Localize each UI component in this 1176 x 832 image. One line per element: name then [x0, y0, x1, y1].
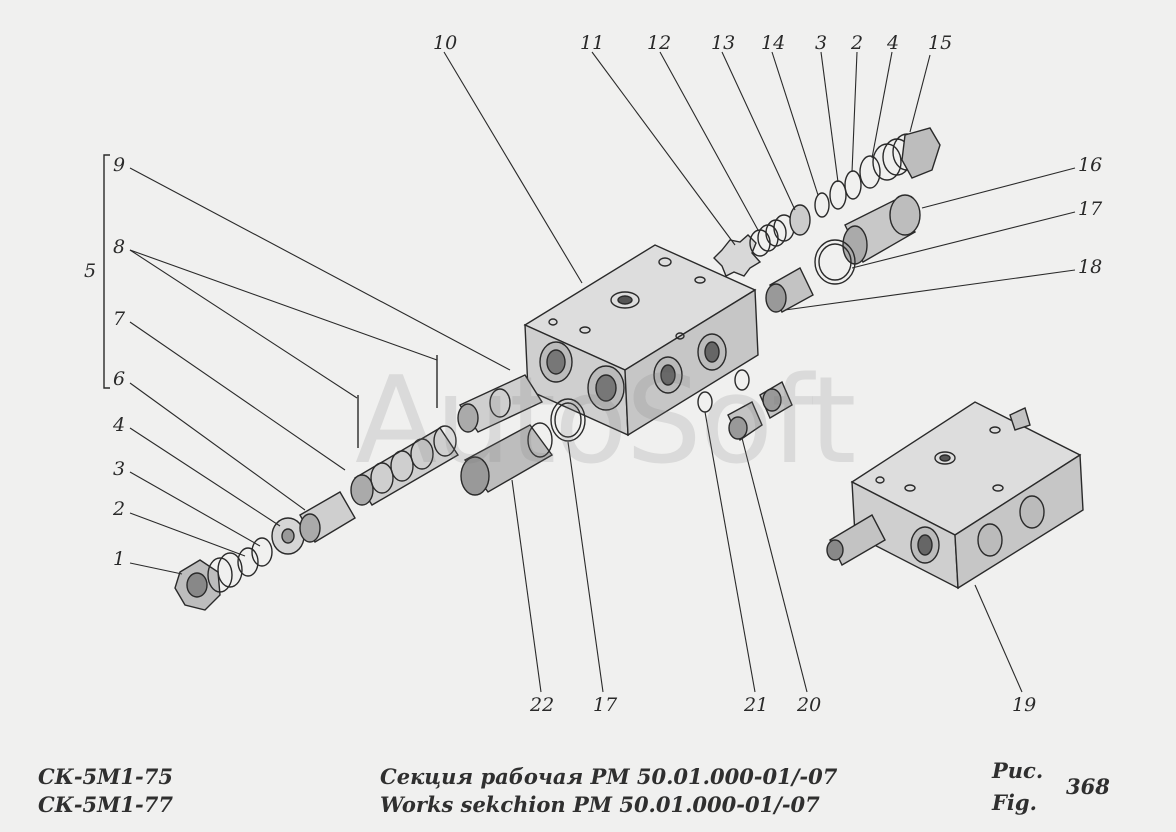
parts-20-21	[697, 369, 793, 442]
figure-label-en: Fig.	[992, 790, 1037, 815]
callout-3-left: 3	[113, 458, 126, 480]
callout-21: 21	[744, 694, 769, 716]
model-code-1: СК-5М1-75	[38, 764, 173, 789]
callout-2-left: 2	[113, 498, 126, 520]
callout-8: 8	[113, 236, 126, 258]
callout-14: 14	[761, 32, 786, 54]
figure-number: 368	[1066, 774, 1110, 799]
callout-3-top: 3	[815, 32, 828, 54]
callout-22: 22	[530, 694, 555, 716]
callout-10: 10	[433, 32, 458, 54]
callout-13: 13	[711, 32, 736, 54]
valve-body-10	[523, 244, 759, 437]
parts-left-spool	[174, 355, 586, 611]
callout-17-bottom: 17	[593, 694, 618, 716]
callout-17-right: 17	[1078, 198, 1103, 220]
figure-label-ru: Рис.	[992, 758, 1044, 783]
callout-2-top: 2	[851, 32, 864, 54]
callout-4-left: 4	[113, 414, 126, 436]
figure-title-en: Works sekchion РМ 50.01.000-01/-07	[380, 792, 820, 817]
callout-16: 16	[1078, 154, 1103, 176]
callout-19: 19	[1012, 694, 1037, 716]
callout-15: 15	[928, 32, 953, 54]
callout-12: 12	[647, 32, 672, 54]
callout-4-top: 4	[887, 32, 900, 54]
leader-lines	[129, 51, 1076, 693]
model-code-2: СК-5М1-77	[38, 792, 173, 817]
callout-20: 20	[797, 694, 822, 716]
callout-6: 6	[113, 368, 126, 390]
callout-9: 9	[113, 154, 126, 176]
figure-title-ru: Секция рабочая РМ 50.01.000-01/-07	[380, 764, 838, 789]
callout-7: 7	[113, 308, 126, 330]
callout-11: 11	[580, 32, 605, 54]
parts-top-right	[713, 127, 941, 313]
watermark: AutoSoft	[355, 352, 856, 491]
callout-5: 5	[84, 260, 97, 282]
callout-18: 18	[1078, 256, 1103, 278]
assembled-section-19	[826, 401, 1084, 590]
callout-1: 1	[113, 548, 126, 570]
